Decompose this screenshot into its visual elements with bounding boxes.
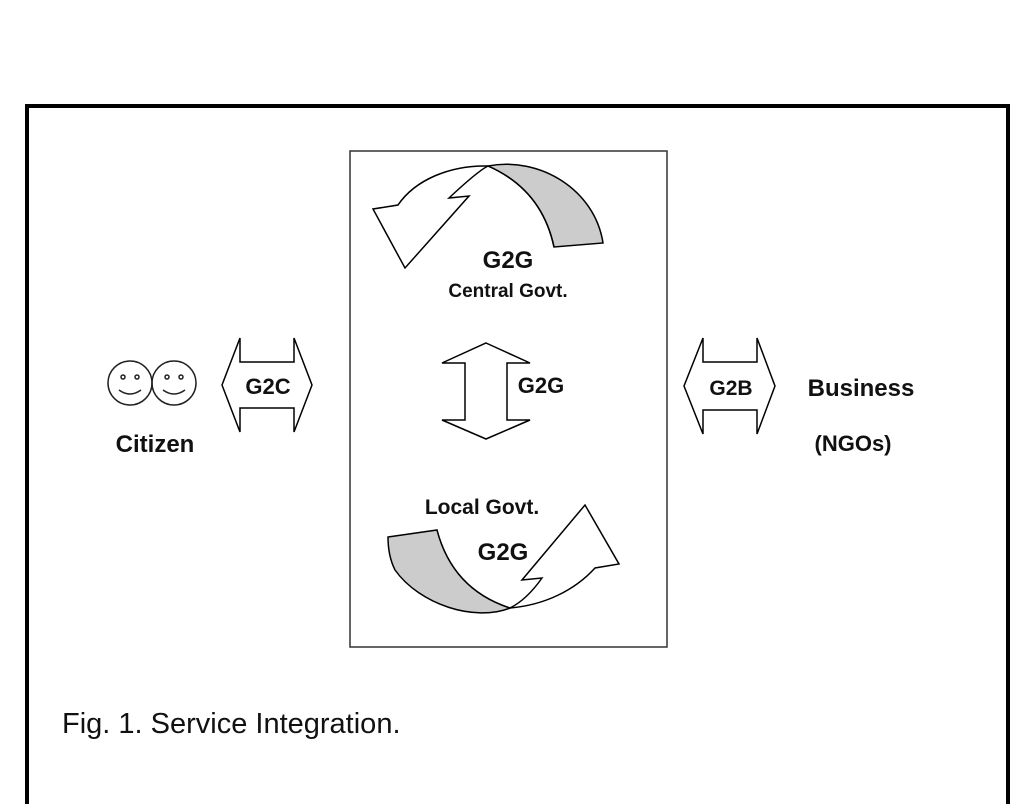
figure-frame xyxy=(25,104,1010,804)
local-govt-curved-arrow-icon xyxy=(387,503,621,614)
service-integration-diagram: G2G Central Govt. G2G Local Govt. G2G Ci… xyxy=(107,150,915,648)
central-govt-curved-arrow-icon xyxy=(371,163,604,270)
central-g2g-label: G2G xyxy=(483,247,534,274)
local-g2g-label: G2G xyxy=(478,539,529,566)
g2b-double-arrow-icon xyxy=(683,337,776,435)
figure-caption: Fig. 1. Service Integration. xyxy=(62,708,401,740)
g2c-double-arrow-icon xyxy=(221,337,313,433)
ngos-label: (NGOs) xyxy=(815,431,892,456)
citizen-smiley-icon xyxy=(107,360,197,406)
g2c-label: G2C xyxy=(245,374,290,399)
vertical-double-arrow-icon xyxy=(441,342,531,440)
central-govt-label: Central Govt. xyxy=(448,281,567,302)
business-label: Business xyxy=(808,375,915,402)
g2b-label: G2B xyxy=(709,377,752,400)
local-govt-label: Local Govt. xyxy=(425,496,539,519)
middle-g2g-label: G2G xyxy=(518,373,564,398)
citizen-label: Citizen xyxy=(116,431,195,458)
